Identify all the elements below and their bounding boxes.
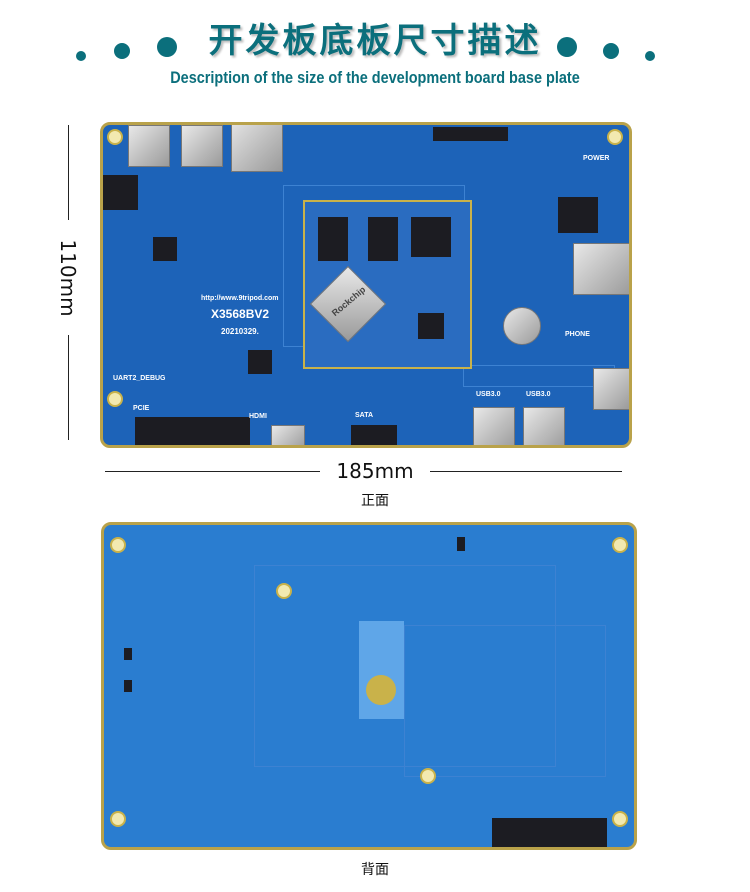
sata-label: SATA [355,412,374,419]
board-model: X3568BV2 [211,307,270,321]
coin-battery [503,307,541,345]
decor-dot [603,43,619,59]
audio-jack [103,175,138,210]
usb3-label: USB3.0 [526,391,551,398]
decor-dot [76,51,86,61]
board-url: http://www.9tripod.com [201,295,279,302]
ethernet-port [573,243,629,295]
pcie-label: PCIE [133,405,150,412]
page-subtitle: Description of the size of the developme… [170,68,580,87]
decor-dot [114,43,130,59]
height-label: 110mm [56,239,80,317]
back-caption: 背面 [361,862,389,878]
height-dimension-line [68,125,69,220]
pcie-slot [492,818,607,847]
usb-port [181,125,223,167]
page-title: 开发板底板尺寸描述 [208,21,542,61]
front-board-photo: Rockchip http://www.9tripod.com X3568BV2… [100,122,632,448]
phone-label: PHONE [565,331,590,338]
decor-dot [645,51,655,61]
pcie-slot [135,417,250,445]
hdmi-port [271,425,305,445]
back-board-photo [101,522,637,850]
decor-dot [157,37,177,57]
hdmi-label: HDMI [249,413,267,420]
decor-dot [557,37,577,57]
width-dimension-line [430,471,622,472]
usb-port [128,125,170,167]
width-dimension-line [105,471,320,472]
usb3-port [523,407,565,445]
debug-label: UART2_DEBUG [113,375,166,382]
height-dimension-line [68,335,69,440]
sata-port [351,425,397,445]
tf-card-slot [593,368,629,410]
width-label: 185mm [336,459,414,483]
usb3-port [473,407,515,445]
ethernet-port [231,125,283,172]
board-date: 20210329. [221,327,259,336]
power-label: POWER [583,155,610,162]
usb3-label: USB3.0 [476,391,501,398]
front-caption: 正面 [361,493,389,509]
